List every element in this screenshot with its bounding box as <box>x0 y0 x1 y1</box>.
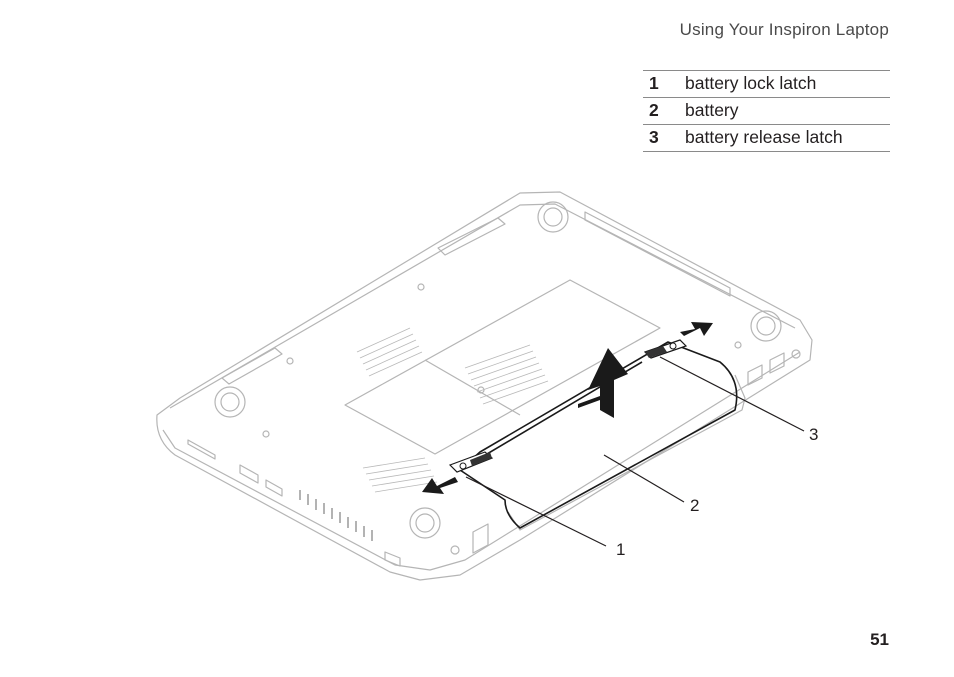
callout-3: 3 <box>809 425 818 444</box>
legend-row: 1 battery lock latch <box>643 70 890 98</box>
rubber-strip <box>437 217 506 256</box>
battery-lock-latch <box>448 451 494 473</box>
callout-2: 2 <box>690 496 699 515</box>
legend-label: battery <box>685 97 890 125</box>
legend-number: 2 <box>643 97 685 125</box>
slide-arrow-icon <box>422 477 458 494</box>
rubber-strip <box>584 211 731 297</box>
side-vent-fins <box>299 490 373 541</box>
side-port <box>747 364 763 386</box>
laptop-base-inner <box>169 203 796 409</box>
leader-line <box>603 454 685 503</box>
access-panel-seam <box>424 359 521 416</box>
side-port <box>791 349 801 359</box>
vent-grille <box>356 327 549 493</box>
legend-number: 3 <box>643 124 685 152</box>
legend-label: battery release latch <box>685 124 890 152</box>
side-port <box>239 464 259 484</box>
rubber-strip <box>221 347 283 385</box>
rubber-foot <box>415 513 435 533</box>
battery-release-latch <box>643 339 688 359</box>
access-panel <box>344 279 661 455</box>
legend-row: 3 battery release latch <box>643 124 890 152</box>
rubber-foot <box>750 310 782 342</box>
legend-row: 2 battery <box>643 97 890 125</box>
screw <box>734 341 742 349</box>
rubber-foot <box>756 316 776 336</box>
side-port <box>384 551 401 567</box>
side-port <box>769 352 785 374</box>
rubber-foot <box>220 392 240 412</box>
callout-legend: 1 battery lock latch 2 battery 3 battery… <box>643 70 890 152</box>
screw <box>417 283 425 291</box>
callout-1: 1 <box>616 540 625 559</box>
legend-label: battery lock latch <box>685 70 890 98</box>
screw <box>477 386 485 394</box>
lift-arrow-icon <box>578 348 628 418</box>
leader-line <box>659 356 805 432</box>
side-port <box>265 479 283 497</box>
laptop-base-outline <box>156 191 813 581</box>
rubber-foot <box>409 507 441 539</box>
rubber-foot <box>214 386 246 418</box>
battery-bay-edge <box>507 374 746 531</box>
rubber-foot <box>537 201 569 233</box>
page-number: 51 <box>870 630 889 649</box>
running-header: Using Your Inspiron Laptop <box>679 20 889 39</box>
laptop-base-lip <box>162 351 801 571</box>
slide-arrow-icon <box>680 322 713 336</box>
rubber-foot <box>543 207 563 227</box>
side-port <box>472 523 489 554</box>
leader-line <box>465 476 607 547</box>
screw <box>262 430 270 438</box>
side-port <box>187 439 216 460</box>
screw <box>286 357 294 365</box>
side-port <box>450 545 460 555</box>
legend-number: 1 <box>643 70 685 98</box>
